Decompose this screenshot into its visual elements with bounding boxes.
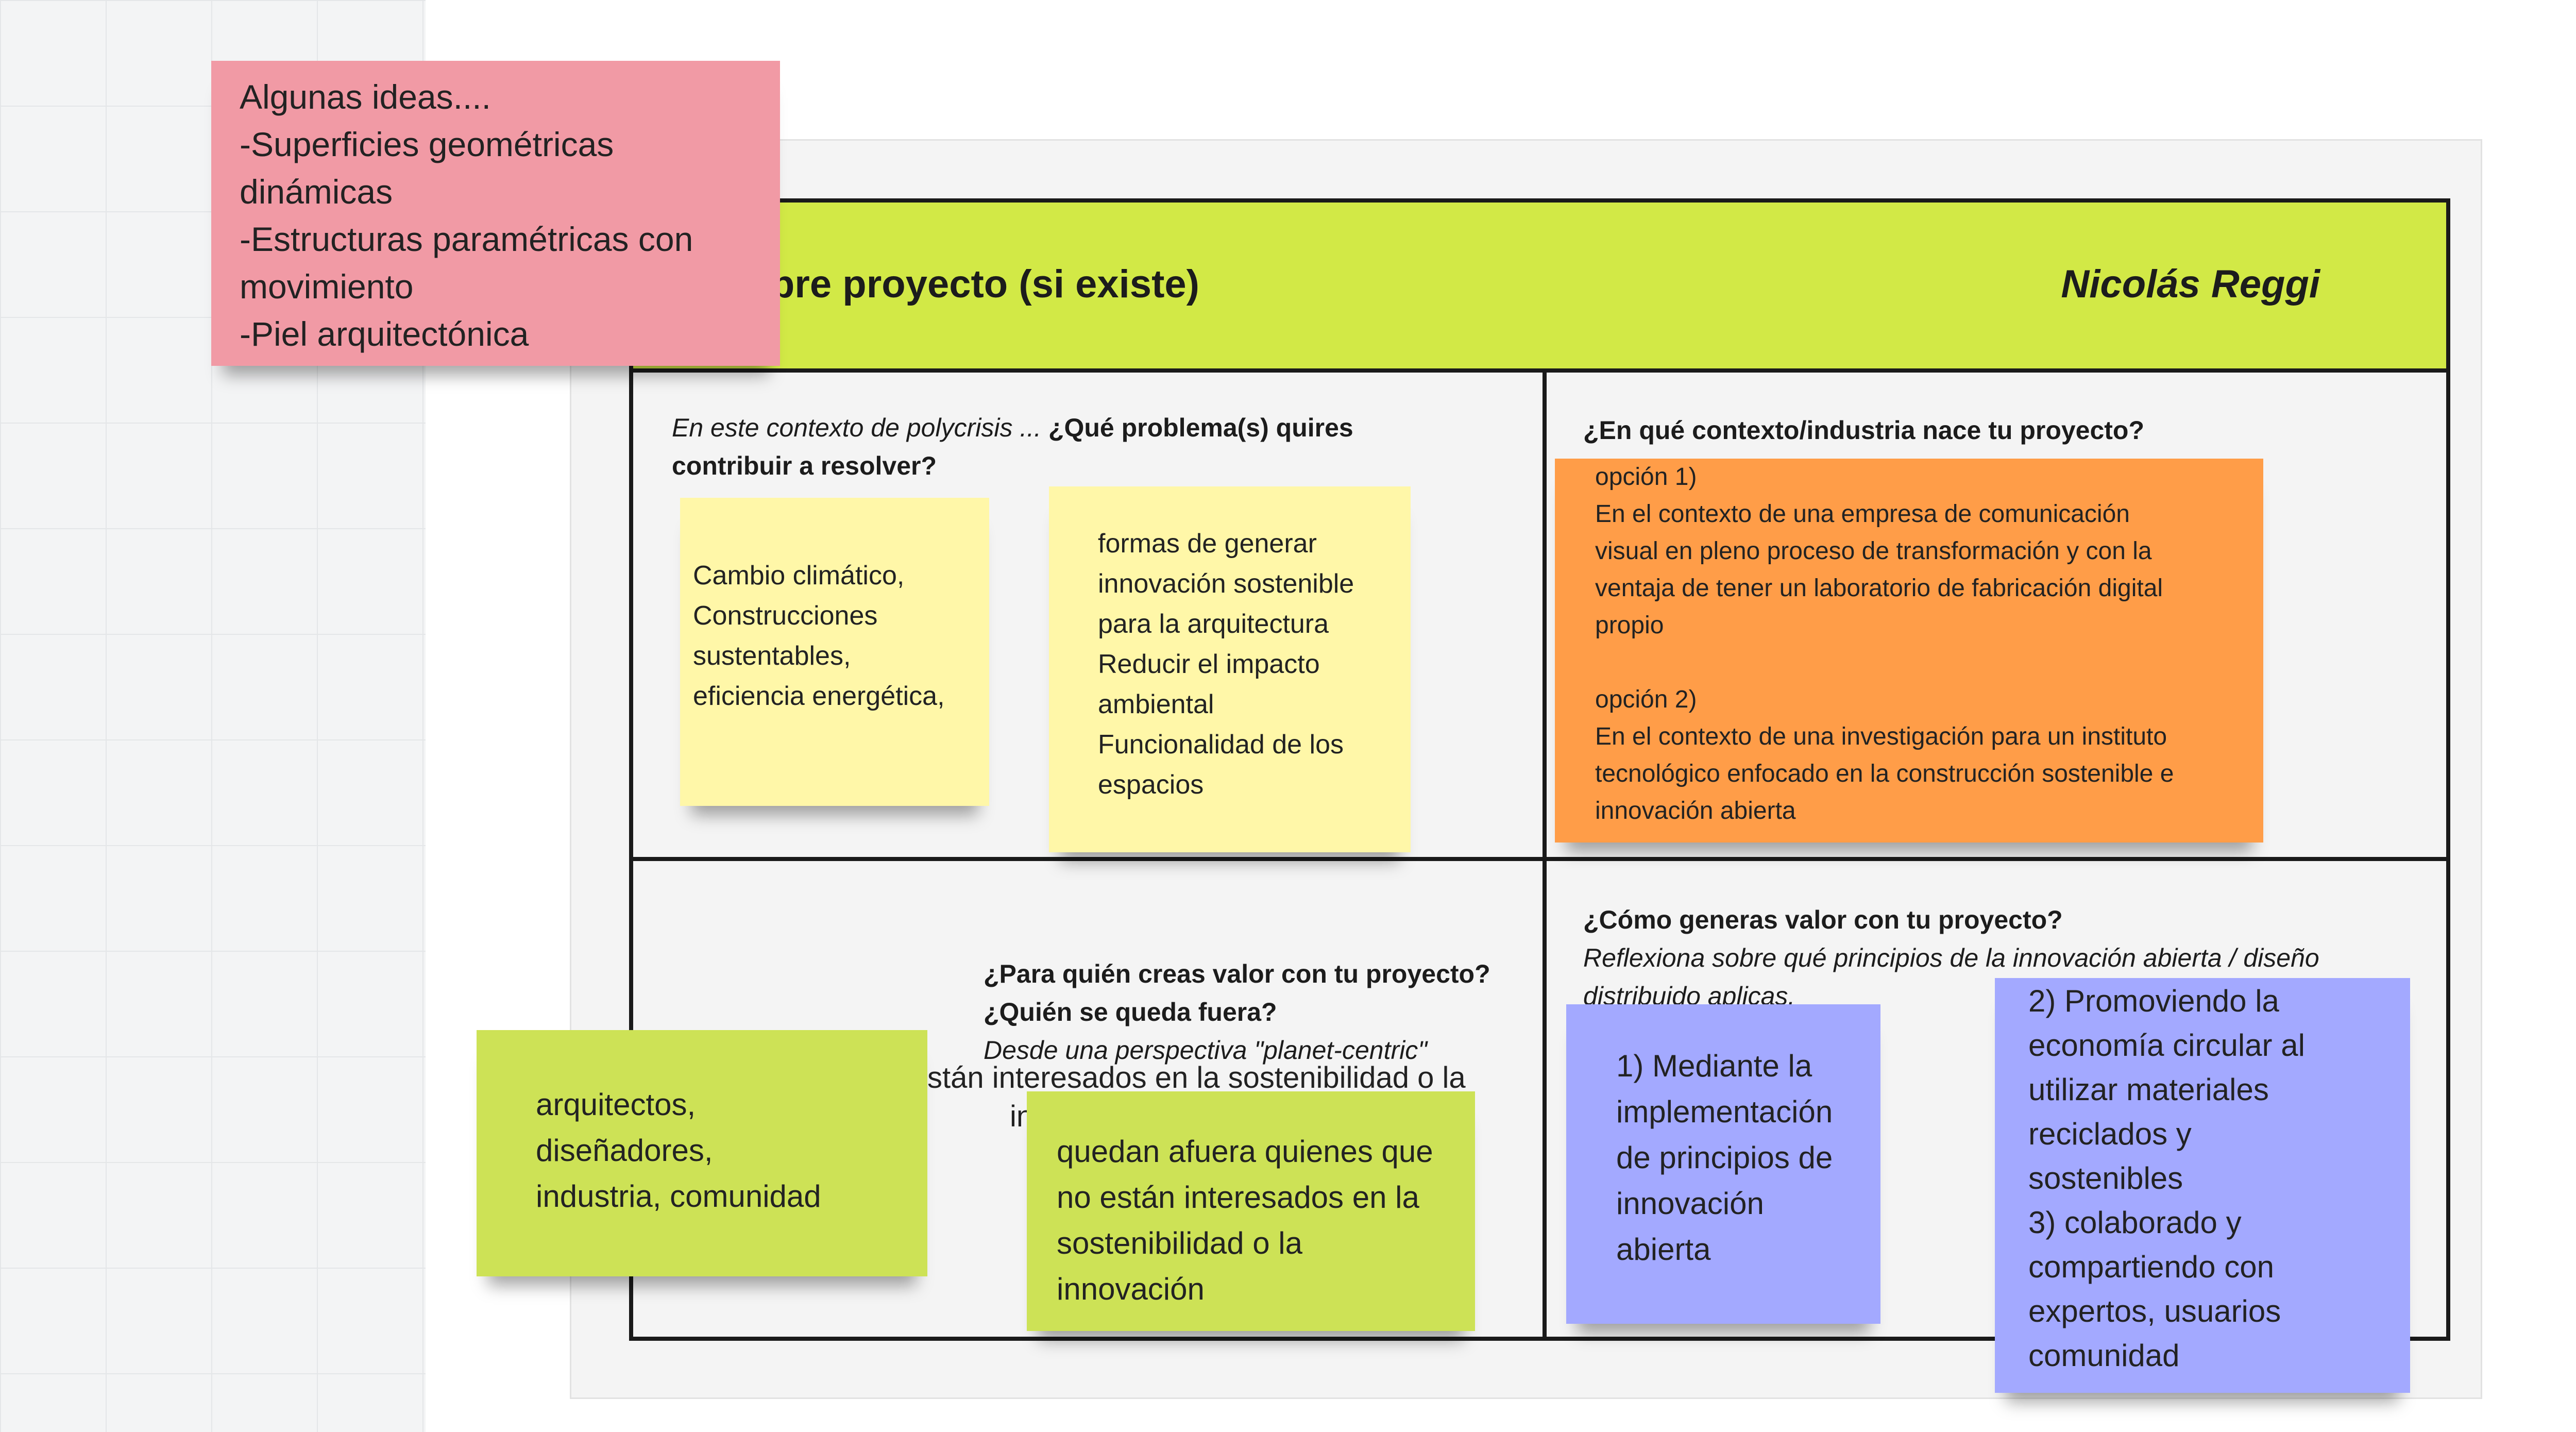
sticky-note-value-2[interactable]: 2) Promoviendo la economía circular al u… xyxy=(1995,978,2410,1393)
sticky-note-left-out[interactable]: quedan afuera quienes que no están inter… xyxy=(1027,1091,1475,1331)
question-audience-title-line2: ¿Quién se queda fuera? xyxy=(984,998,1277,1026)
question-problem-title-line2: contribuir a resolver? xyxy=(672,451,937,480)
question-problem-intro: En este contexto de polycrisis ... xyxy=(672,413,1048,442)
question-audience[interactable]: ¿Para quién creas valor con tu proyecto?… xyxy=(984,955,1550,1069)
question-context-title: ¿En qué contexto/industria nace tu proye… xyxy=(1583,416,2145,445)
hidden-text-overflow: stán interesados en la sostenibilidad o … xyxy=(927,1061,1466,1094)
sticky-note-context[interactable]: opción 1) En el contexto de una empresa … xyxy=(1555,459,2263,843)
sticky-note-value-1[interactable]: 1) Mediante la implementación de princip… xyxy=(1566,1004,1880,1324)
question-problem-title: ¿Qué problema(s) quires xyxy=(1048,413,1353,442)
question-value[interactable]: ¿Cómo generas valor con tu proyecto? Ref… xyxy=(1583,901,2433,1015)
question-context[interactable]: ¿En qué contexto/industria nace tu proye… xyxy=(1583,411,2408,449)
question-value-title: ¿Cómo generas valor con tu proyecto? xyxy=(1583,905,2063,934)
question-audience-subtitle: Desde una perspectiva "planet-centric" xyxy=(984,1036,1427,1065)
sticky-note-problem-2[interactable]: formas de generar innovación sostenible … xyxy=(1049,486,1411,852)
question-value-subtitle: Reflexiona sobre qué principios de la in… xyxy=(1583,944,2319,972)
sticky-note-audience[interactable]: arquitectos, diseñadores, industria, com… xyxy=(477,1030,927,1276)
vertical-divider xyxy=(1543,373,1547,1341)
author-name[interactable]: Nicolás Reggi xyxy=(2061,262,2320,306)
sticky-note-ideas[interactable]: Algunas ideas.... -Superficies geométric… xyxy=(211,61,780,366)
sticky-note-problem-1[interactable]: Cambio climático, Construcciones sustent… xyxy=(680,498,989,806)
template-header: Nombre proyecto (si existe) Nicolás Regg… xyxy=(633,203,2446,373)
horizontal-divider xyxy=(633,857,2446,861)
question-audience-title: ¿Para quién creas valor con tu proyecto? xyxy=(984,959,1490,988)
question-problem[interactable]: En este contexto de polycrisis ... ¿Qué … xyxy=(672,409,1470,485)
